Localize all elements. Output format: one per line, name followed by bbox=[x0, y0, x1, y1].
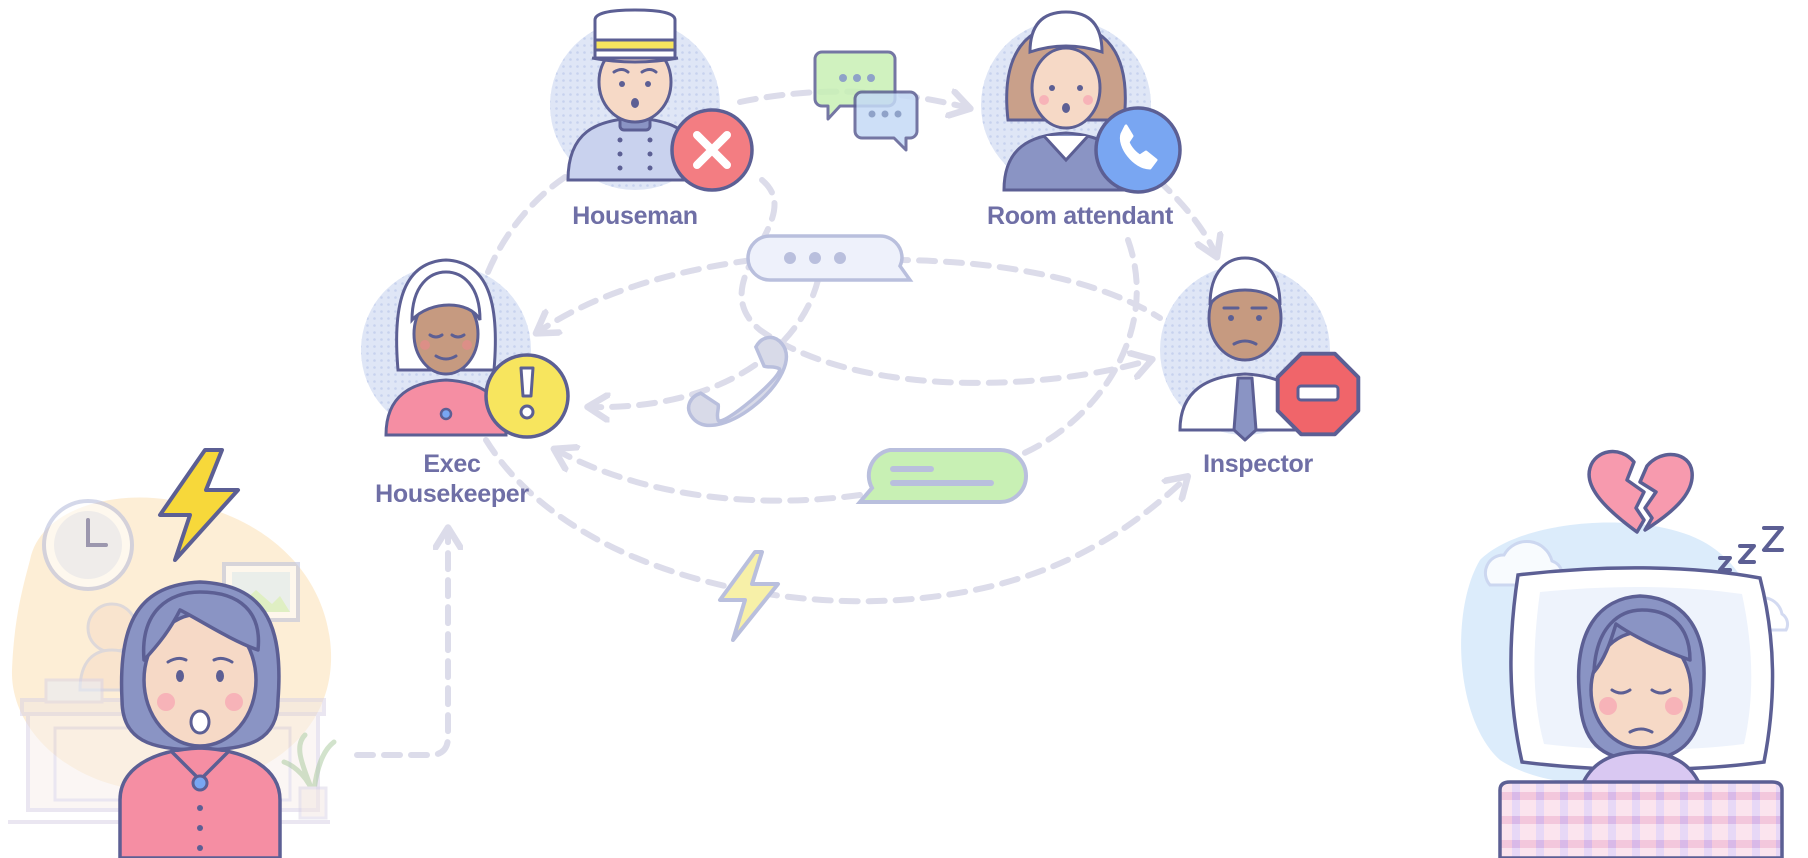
path-bubble-to-inspector bbox=[889, 257, 1163, 321]
guest-at-front-desk bbox=[8, 497, 337, 858]
chat-bubbles-icon bbox=[813, 50, 919, 152]
houseman-label: Houseman bbox=[572, 202, 697, 230]
path-exec-lightning-inspector bbox=[483, 437, 1186, 605]
stop-icon bbox=[1275, 351, 1361, 437]
clock-icon bbox=[42, 499, 134, 591]
exclamation-icon bbox=[484, 353, 570, 439]
typing-bubble-icon bbox=[746, 234, 914, 282]
path-room-to-green bbox=[1017, 237, 1140, 458]
plant-icon bbox=[281, 732, 337, 820]
sleep-zzz-icon bbox=[1718, 526, 1784, 572]
message-bubble-icon bbox=[855, 448, 1028, 504]
path-green-to-exec bbox=[556, 450, 863, 504]
exec-housekeeper-label-line2: Housekeeper bbox=[375, 480, 529, 508]
path-exec-to-houseman bbox=[485, 169, 576, 275]
path-phone-to-exec bbox=[590, 277, 821, 407]
alert-lightning-icon bbox=[158, 448, 240, 562]
path-houseman-to-inspector bbox=[738, 177, 1150, 386]
room-attendant-label: Room attendant bbox=[987, 202, 1174, 230]
connector-paths bbox=[354, 92, 1216, 758]
sleeping-guest bbox=[1461, 522, 1790, 858]
exec-housekeeper-avatar bbox=[361, 258, 531, 437]
phone-handset-icon bbox=[686, 335, 788, 427]
broken-heart-icon bbox=[1587, 449, 1694, 534]
path-guest-to-exec bbox=[354, 530, 448, 758]
phone-icon bbox=[1094, 106, 1182, 194]
inspector-label: Inspector bbox=[1203, 450, 1313, 478]
lightning-icon bbox=[718, 550, 780, 642]
path-room-to-inspector bbox=[1155, 177, 1216, 255]
close-icon bbox=[670, 108, 754, 192]
exec-housekeeper-label-line1: Exec bbox=[423, 450, 481, 478]
path-bubble-to-exec bbox=[538, 257, 755, 332]
